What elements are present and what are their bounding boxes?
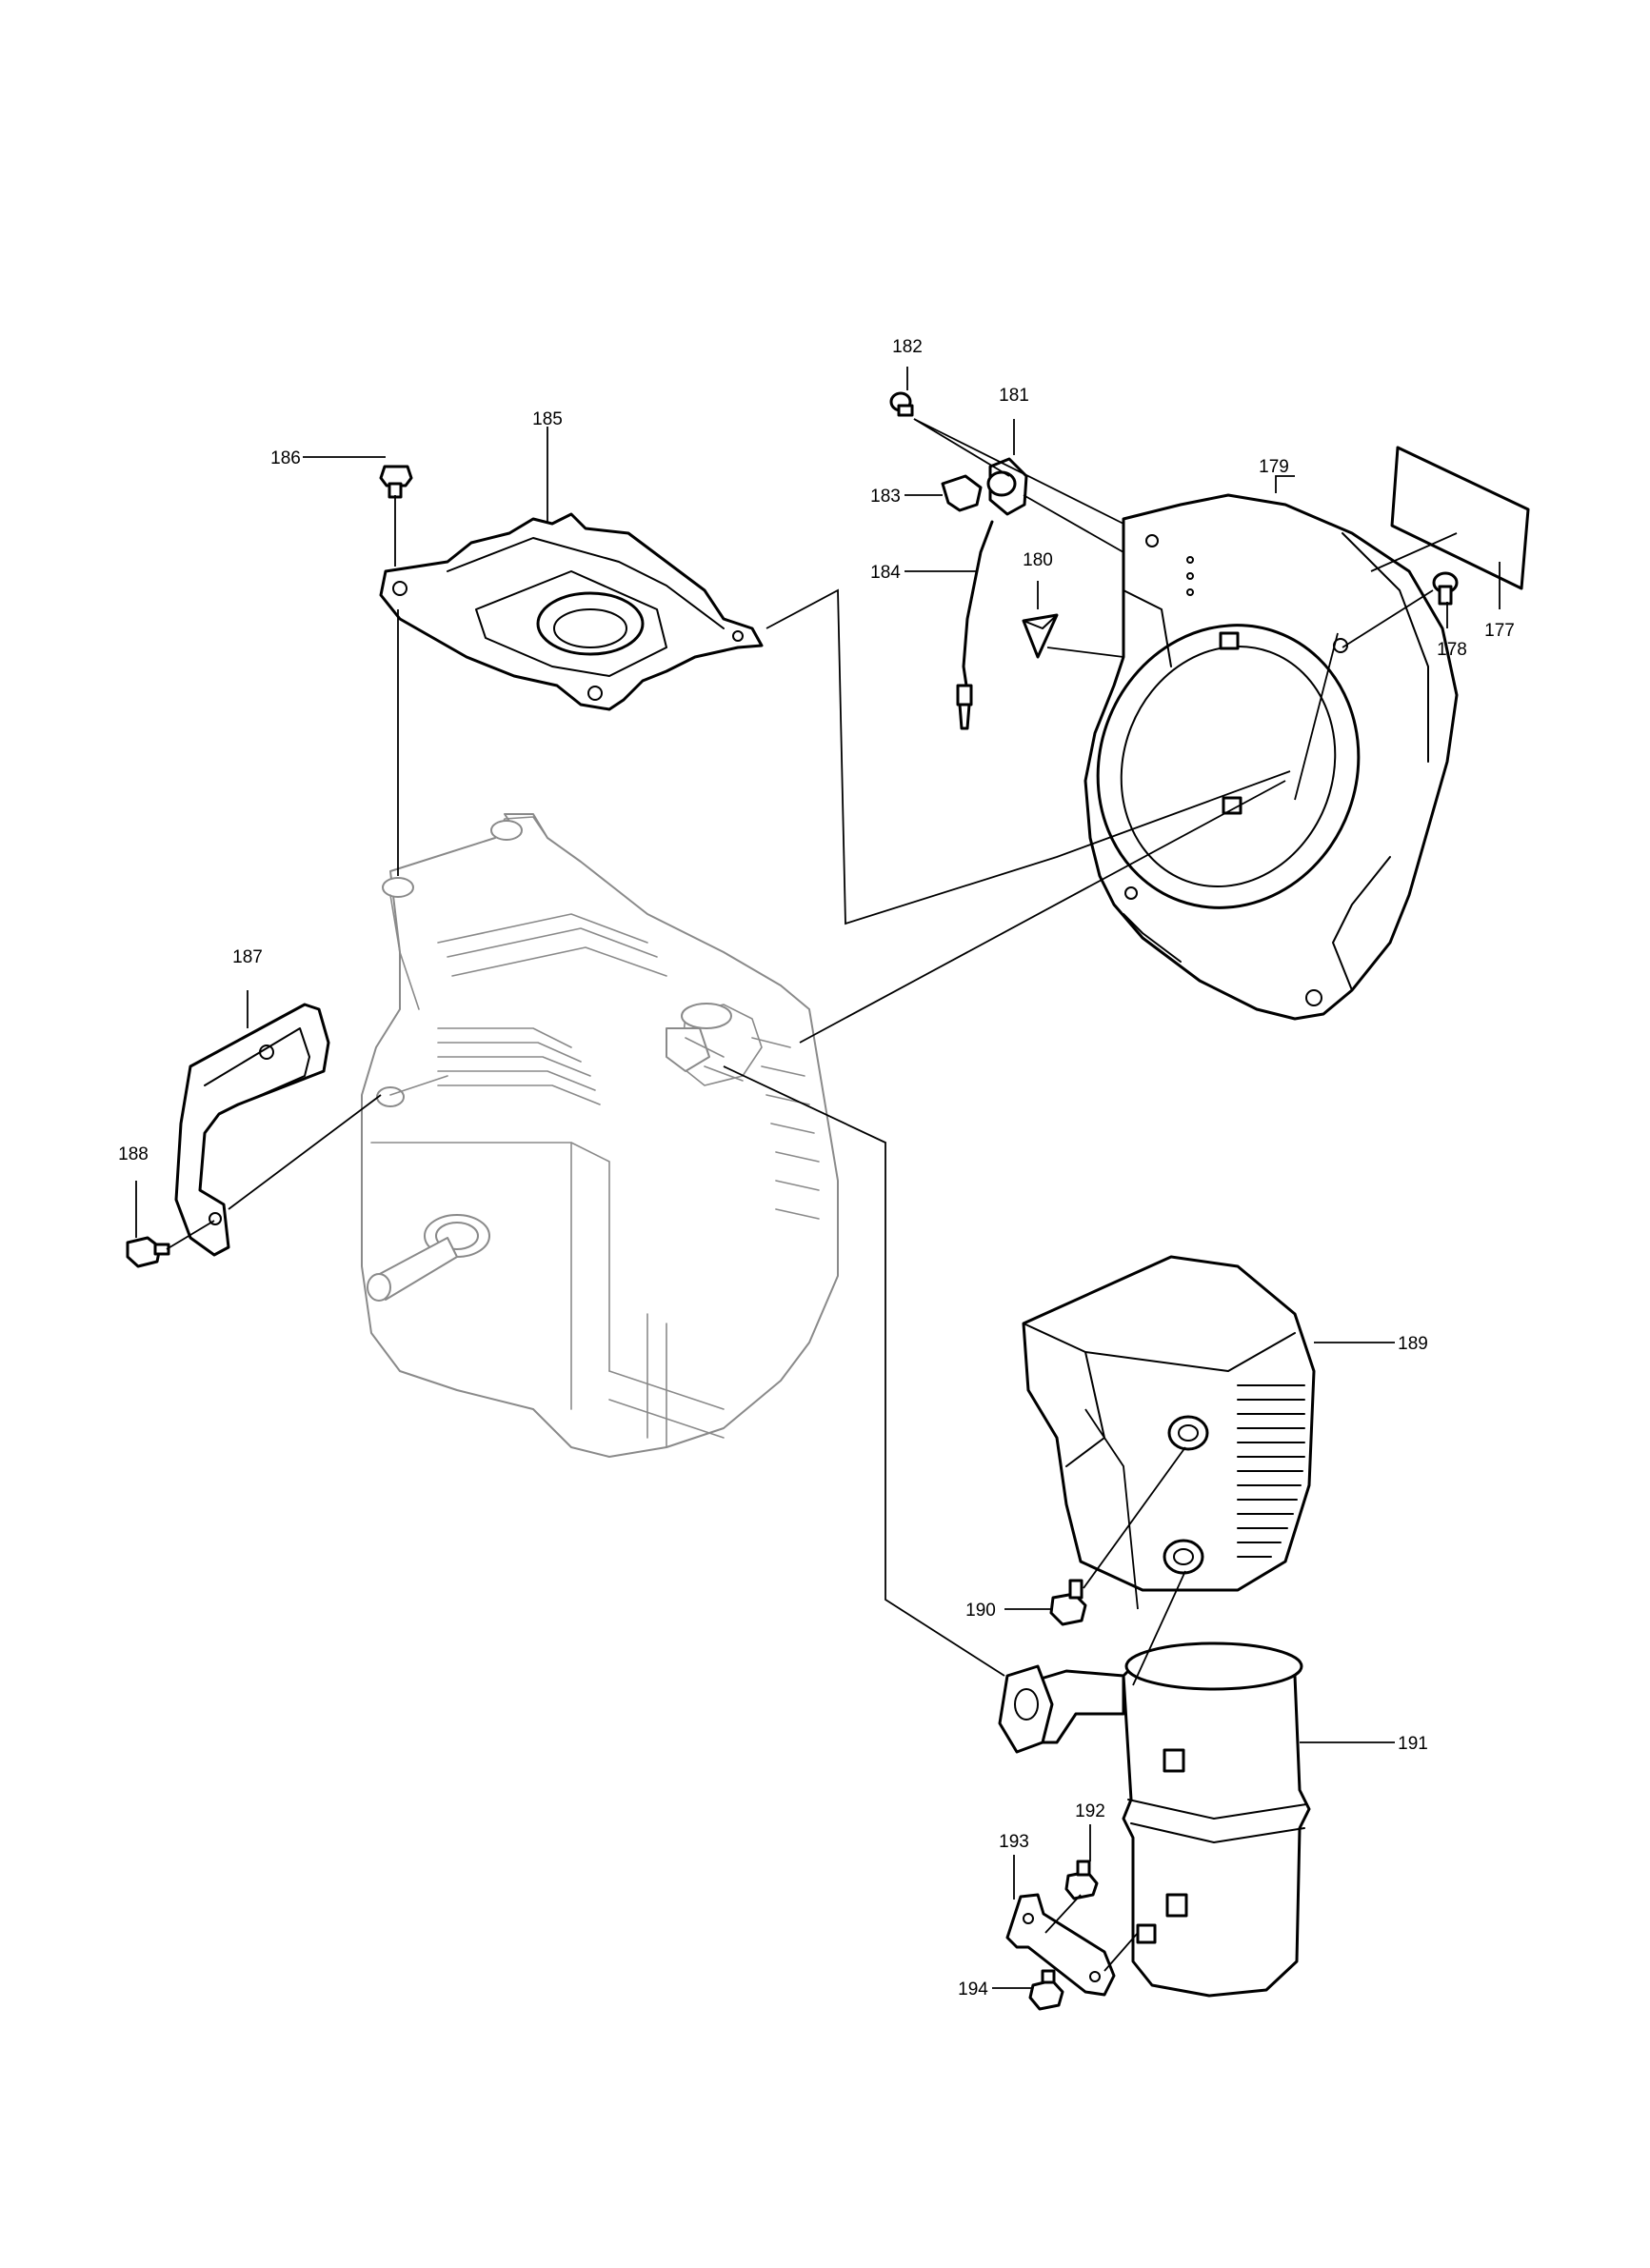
callout-191: 191 [1398, 1734, 1428, 1754]
callout-184: 184 [870, 563, 901, 583]
part-179-blower-housing [1083, 493, 1459, 1021]
callout-177: 177 [1484, 621, 1515, 641]
callout-181: 181 [999, 386, 1029, 406]
leader-lines [135, 367, 1501, 1989]
engine-block [361, 813, 839, 1458]
callout-190: 190 [965, 1601, 996, 1621]
part-188-bolt [126, 1236, 170, 1268]
callout-180: 180 [1023, 550, 1053, 570]
callout-182: 182 [892, 337, 923, 357]
callout-188: 188 [118, 1144, 149, 1164]
part-180-wedge [1022, 613, 1059, 659]
part-185-top-cover [379, 512, 764, 711]
part-191-muffler [998, 1641, 1311, 1998]
part-178-screw [1432, 571, 1459, 606]
part-177-label [1390, 446, 1530, 590]
callout-187: 187 [232, 947, 263, 967]
callout-labels: 177 178 179 180 181 182 183 184 185 186 … [118, 337, 1515, 1999]
callout-189: 189 [1398, 1334, 1428, 1354]
part-183-clamp [941, 474, 983, 512]
callout-179: 179 [1259, 457, 1289, 477]
part-190-bolt [1049, 1579, 1087, 1626]
part-189-muffler-cover [1022, 1255, 1316, 1592]
callout-186: 186 [270, 448, 301, 468]
callout-183: 183 [870, 487, 901, 507]
part-187-bracket [174, 1003, 330, 1257]
part-186-bolt [379, 465, 413, 499]
callout-178: 178 [1437, 640, 1467, 660]
part-182-screw [889, 391, 914, 417]
part-184-lead-wire [956, 520, 994, 730]
callout-192: 192 [1075, 1801, 1105, 1821]
part-194-bolt [1028, 1969, 1064, 2011]
part-193-bracket [1005, 1893, 1116, 1997]
callout-194: 194 [958, 1980, 988, 1999]
callout-185: 185 [532, 409, 563, 429]
callout-193: 193 [999, 1832, 1029, 1852]
part-192-bolt [1064, 1860, 1099, 1900]
part-181-grommet [986, 457, 1028, 516]
